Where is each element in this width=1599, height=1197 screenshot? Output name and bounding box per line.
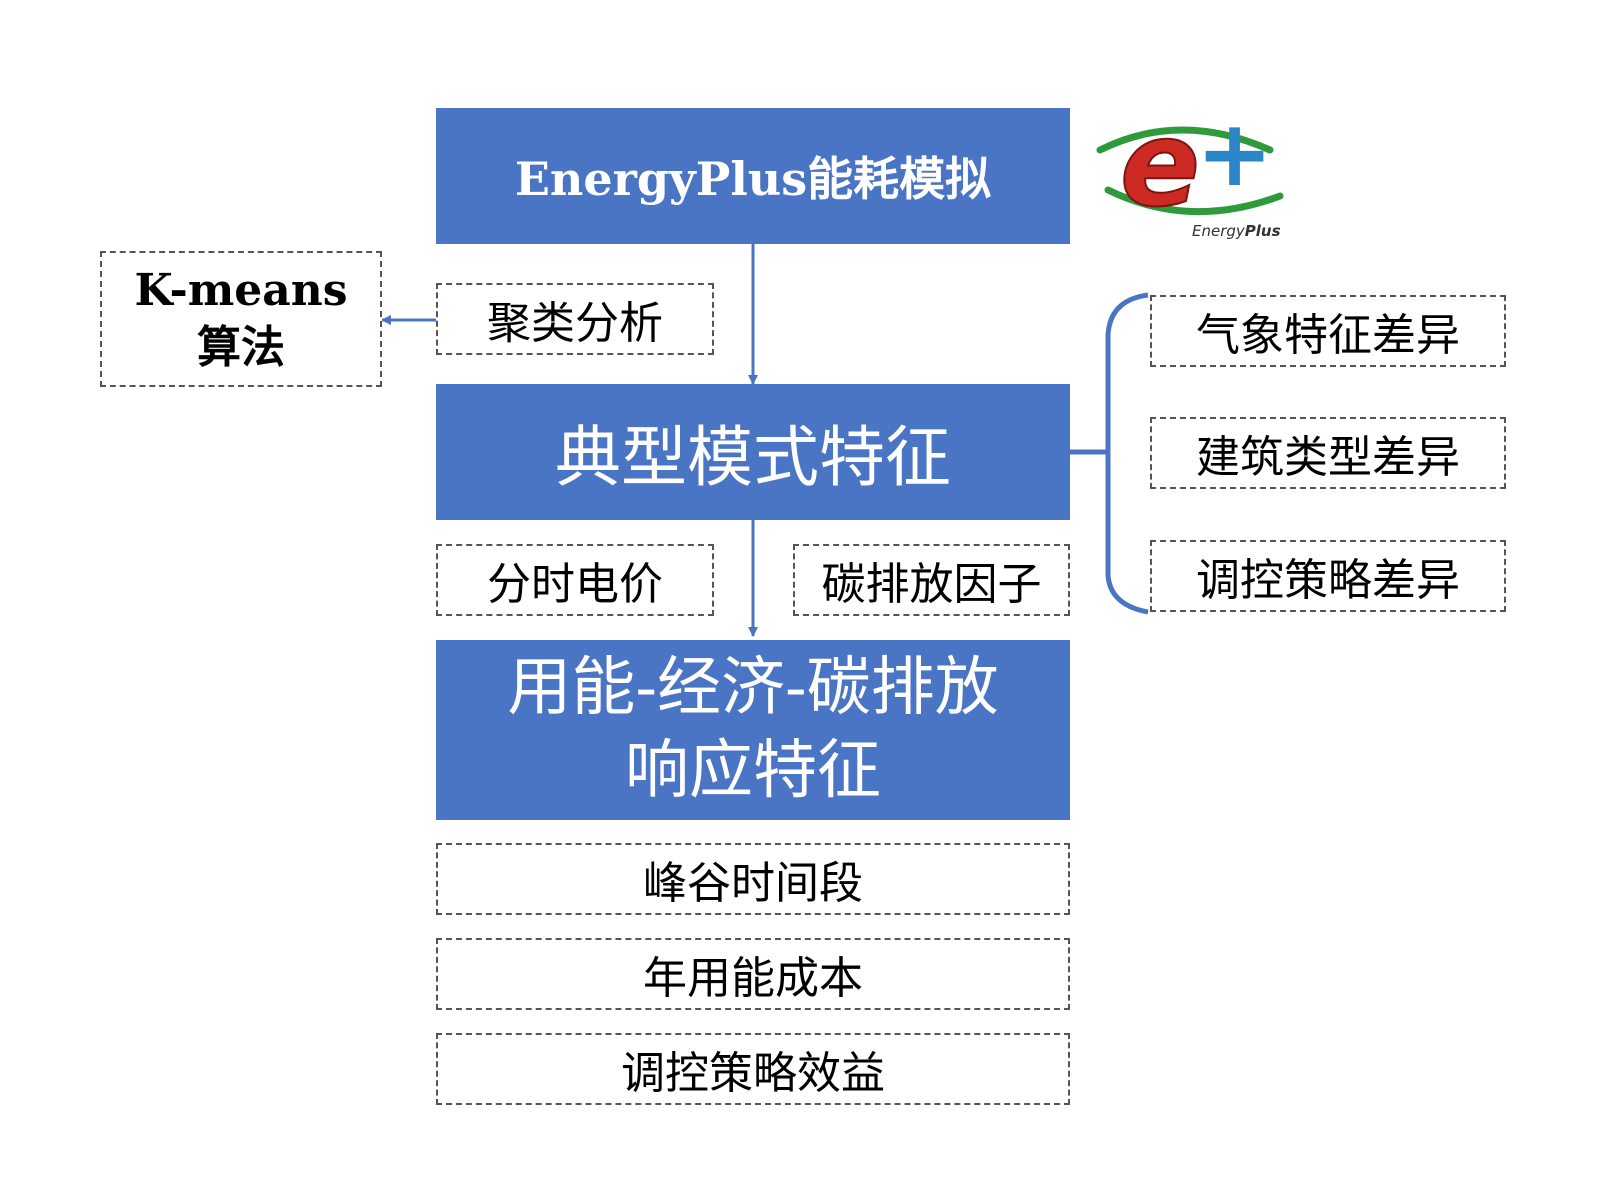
energyplus-logo: e + <box>1096 94 1284 234</box>
difference-label-strategy: 调控策略差异 <box>1196 555 1460 606</box>
kmeans-algorithm-box: K-means 算法 <box>100 251 382 387</box>
response-line1: 用能-经济-碳排放 <box>507 650 999 725</box>
tou-price-label: 分时电价 <box>487 559 663 610</box>
brace-bracket <box>1105 292 1149 615</box>
cluster-analysis-box: 聚类分析 <box>436 283 714 355</box>
typical-pattern-box: 典型模式特征 <box>436 384 1070 520</box>
difference-item: 调控策略差异 <box>1150 540 1506 612</box>
difference-label-building-type: 建筑类型差异 <box>1196 432 1460 483</box>
response-line2: 响应特征 <box>625 734 881 808</box>
logo-caption-bold: Plus <box>1244 222 1281 240</box>
kmeans-line2: 算法 <box>197 322 285 373</box>
carbon-factor-label: 碳排放因子 <box>821 559 1042 610</box>
output-item: 调控策略效益 <box>436 1033 1070 1105</box>
output-item: 年用能成本 <box>436 938 1070 1010</box>
energyplus-simulation-box: EnergyPlus能耗模拟 <box>436 108 1070 244</box>
energyplus-simulation-label: EnergyPlus能耗模拟 <box>514 152 992 206</box>
response-characteristics-box: 用能-经济-碳排放 响应特征 <box>436 640 1070 820</box>
tou-price-box: 分时电价 <box>436 544 714 616</box>
difference-item: 建筑类型差异 <box>1150 417 1506 489</box>
logo-e-icon: e <box>1120 95 1200 233</box>
logo-caption-light: Energy <box>1192 222 1245 240</box>
logo-plus-icon: + <box>1196 100 1273 207</box>
cluster-analysis-label: 聚类分析 <box>487 298 663 349</box>
carbon-factor-box: 碳排放因子 <box>793 544 1070 616</box>
output-item: 峰谷时间段 <box>436 843 1070 915</box>
output-label-peak-valley: 峰谷时间段 <box>643 858 863 909</box>
logo-caption: EnergyPlus <box>1192 222 1292 240</box>
difference-item: 气象特征差异 <box>1150 295 1506 367</box>
output-label-strategy-benefit: 调控策略效益 <box>621 1048 885 1099</box>
output-label-annual-cost: 年用能成本 <box>643 953 863 1004</box>
typical-pattern-label: 典型模式特征 <box>555 419 951 496</box>
difference-label-weather: 气象特征差异 <box>1196 310 1460 361</box>
kmeans-line1: K-means <box>134 264 348 316</box>
